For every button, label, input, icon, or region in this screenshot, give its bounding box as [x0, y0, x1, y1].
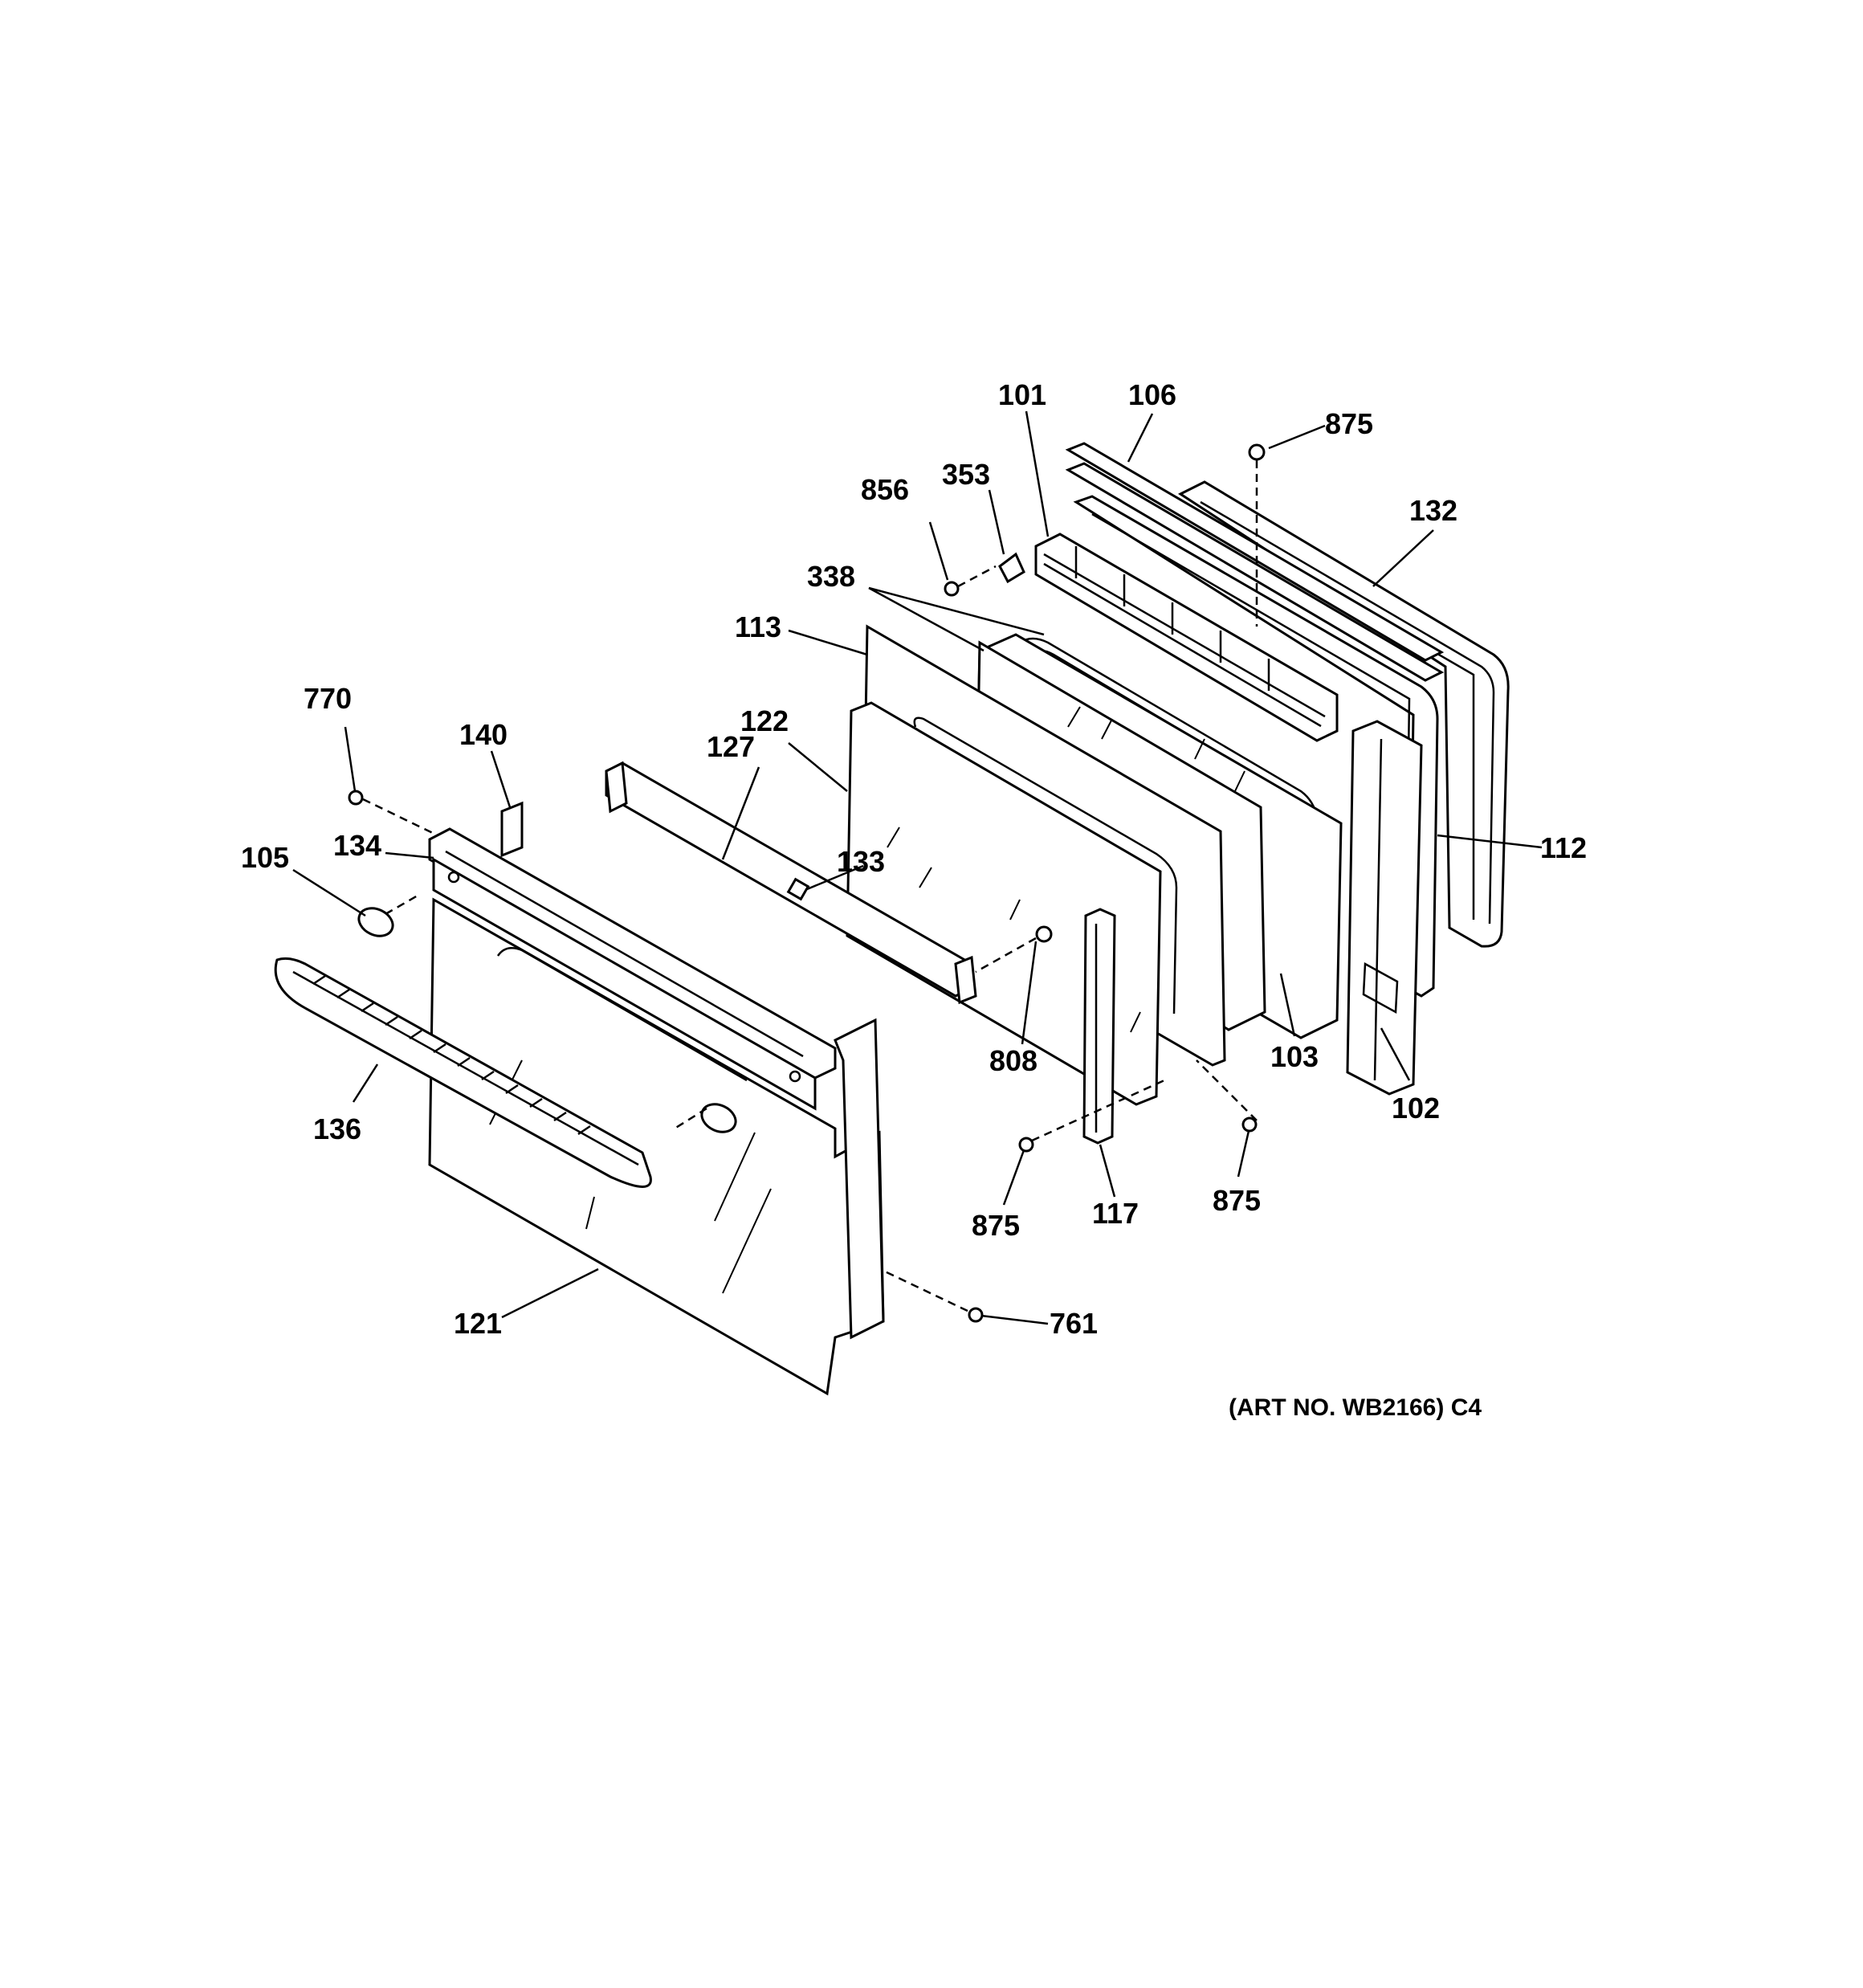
callout-140: 140: [459, 718, 508, 751]
leader-lines: [292, 410, 1543, 1325]
part-133-clip: [786, 877, 810, 901]
callout-133: 133: [837, 845, 886, 878]
callout-105: 105: [241, 841, 290, 874]
callout-353: 353: [942, 458, 991, 491]
screw-icons: [348, 443, 1266, 1323]
art-number: (ART NO. WB2166) C4: [1229, 1394, 1482, 1421]
callout-127: 127: [707, 730, 756, 763]
part-140-tab: [500, 801, 524, 858]
part-106-top-channel: [1065, 442, 1445, 682]
callout-122: 122: [740, 704, 789, 737]
callout-101: 101: [998, 378, 1047, 411]
callout-808: 808: [989, 1044, 1038, 1077]
callout-875-left: 875: [972, 1209, 1021, 1242]
part-122-window-glass: [846, 701, 1178, 1106]
part-102-side-panel: [1346, 720, 1423, 1096]
callout-102: 102: [1392, 1092, 1441, 1125]
callout-875-right: 875: [1213, 1184, 1262, 1217]
callout-136: 136: [313, 1112, 362, 1145]
callout-121: 121: [454, 1307, 503, 1340]
callout-761: 761: [1050, 1307, 1099, 1340]
callout-113: 113: [735, 610, 782, 643]
callout-875-top: 875: [1325, 407, 1374, 440]
callout-770: 770: [304, 682, 353, 715]
part-101-vent-assembly: [1034, 533, 1339, 742]
callout-338: 338: [807, 560, 856, 593]
part-105-end-caps: [357, 907, 737, 1133]
assembly-dash-lines: [362, 460, 1258, 1312]
part-132-door-liner: [1177, 480, 1510, 948]
callout-132: 132: [1409, 494, 1458, 527]
callout-856: 856: [861, 473, 910, 506]
callout-117: 117: [1092, 1197, 1139, 1230]
callout-106: 106: [1128, 378, 1177, 411]
part-136-handle: [274, 957, 652, 1188]
part-127-bracket-strip: [605, 761, 977, 1005]
part-117-hinge-support: [1082, 908, 1116, 1145]
part-134-top-trim: [428, 827, 837, 1111]
callout-103: 103: [1270, 1040, 1319, 1073]
callout-134: 134: [333, 829, 382, 862]
callout-112: 112: [1540, 831, 1588, 864]
